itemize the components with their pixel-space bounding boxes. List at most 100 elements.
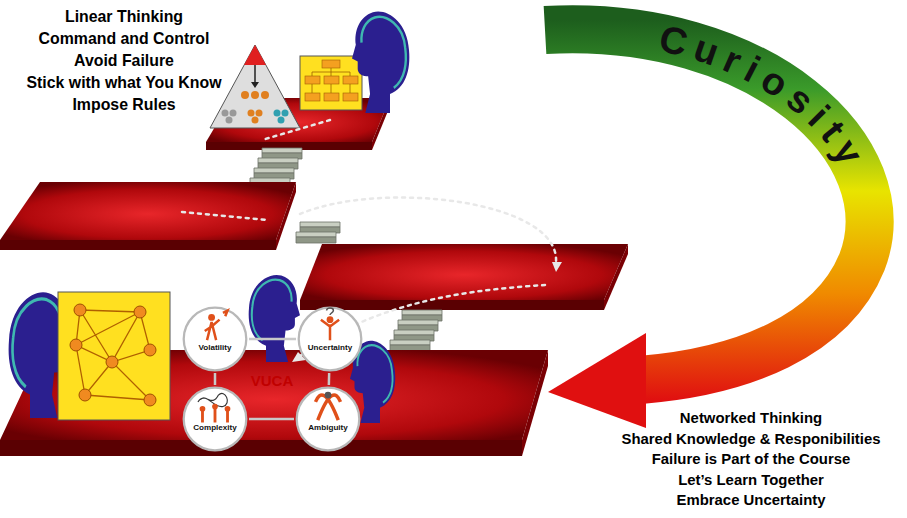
text-list: Linear ThinkingCommand and ControlAvoid …: [4, 6, 244, 116]
circle-outline: [295, 386, 361, 452]
connector-line: [249, 338, 296, 341]
drawing-part: [74, 304, 86, 316]
figure-icon: [325, 392, 332, 399]
circle-shape: [184, 308, 247, 371]
question-icon: [327, 308, 334, 315]
drawing-part: [256, 110, 263, 117]
drawing-part: [79, 389, 91, 401]
circle-label: Uncertainty: [297, 342, 363, 353]
center-label: VUCA: [251, 372, 294, 389]
drawing-part: [230, 110, 237, 117]
circle-label: Ambiguity: [295, 422, 361, 433]
drawing-part: [144, 344, 156, 356]
org-chart-icon: [300, 56, 362, 110]
connector-line: [214, 373, 217, 385]
drawing-part: [548, 333, 646, 428]
drawing-part: [262, 148, 302, 159]
circle-shape: [184, 388, 247, 451]
drawing-part: [0, 182, 296, 240]
drawing-part: [144, 394, 156, 406]
drawing-part: [305, 76, 320, 84]
text-line: Command and Control: [4, 28, 244, 50]
circle-icon: [315, 392, 340, 420]
text-line: Embrace Uncertainty: [598, 490, 904, 511]
drawing-part: [251, 82, 259, 88]
connector-line: [249, 418, 294, 421]
text-line: Shared Knowledge & Responibilities: [598, 429, 904, 450]
drawing-part: [522, 350, 548, 456]
text-line: Networked Thinking: [598, 408, 904, 429]
drawing-part: [305, 93, 320, 101]
figure-icon: [205, 311, 228, 341]
figure-icon: [202, 409, 227, 423]
drawing-part: [545, 29, 870, 380]
text-line: Stick with what You Know: [4, 72, 244, 94]
drawing-part: [276, 182, 296, 250]
drawing-part: [76, 310, 150, 400]
drawing-part: [343, 76, 358, 84]
circle-label: Complexity: [182, 422, 248, 433]
figure-icon: [212, 404, 218, 410]
curiosity-arrow: [545, 29, 870, 428]
circle-shape: [299, 308, 362, 371]
text-list: Networked ThinkingShared Knowledge & Res…: [598, 408, 904, 511]
figure-icon: [315, 395, 340, 420]
drawing-part: [300, 198, 556, 262]
drawing-part: [134, 306, 146, 318]
drawing-part: [300, 56, 362, 110]
drawing-part: [322, 60, 340, 68]
network-icon: [58, 292, 170, 420]
circle-outline: [182, 386, 248, 452]
figure-icon: [225, 406, 231, 412]
drawing-part: [252, 117, 259, 124]
circle-outline: [297, 306, 363, 372]
drawing-part: [300, 222, 340, 233]
drawing-part: [398, 320, 438, 331]
drawing-part: [296, 232, 336, 243]
head-icon: [352, 11, 409, 113]
text-line: Impose Rules: [4, 94, 244, 116]
drawing-part: [258, 158, 298, 169]
drawing-part: [254, 65, 256, 84]
drawing-part: [58, 292, 170, 420]
drawing-part: [402, 310, 442, 321]
drawing-part: [282, 110, 289, 117]
drawing-part: [248, 110, 255, 117]
drawing-part: [312, 68, 350, 93]
circle-icon: [198, 393, 230, 422]
arrow-label: Curiosity: [655, 17, 876, 179]
middle-platform: [0, 182, 296, 250]
drawing-part: [70, 339, 82, 351]
tangle-icon: [198, 393, 227, 406]
drawing-part: [222, 110, 229, 117]
vuca-circle: Uncertainty: [297, 306, 363, 372]
drawing-part: [210, 45, 300, 128]
ring-connector: [249, 419, 294, 420]
stairs: [390, 310, 442, 351]
middle-platform: [300, 244, 628, 310]
ring-connector: [328, 373, 329, 385]
drawing-part: [241, 91, 249, 99]
drawing-part: [343, 93, 358, 101]
ring-connector: [249, 339, 296, 340]
connector-line: [328, 373, 331, 385]
figure-icon: [208, 314, 215, 321]
ring-connector: [215, 373, 216, 385]
drawing-part: [106, 356, 118, 368]
text-line: Let’s Learn Together: [598, 470, 904, 491]
drawing-part: [0, 440, 522, 456]
drawing-part: [278, 117, 285, 124]
drawing-part: [324, 76, 339, 84]
drawing-part: [251, 91, 259, 99]
figure-icon: [327, 316, 334, 323]
stairs: [296, 222, 340, 243]
text-line: Failure is Part of the Course: [598, 449, 904, 470]
circle-label: Volatility: [182, 342, 248, 353]
arrow-label-path: Curiosity: [655, 17, 876, 179]
drawing-part: [182, 212, 268, 220]
text-line: Avoid Failure: [4, 50, 244, 72]
text-line: Linear Thinking: [4, 6, 244, 28]
drawing-part: [261, 91, 269, 99]
